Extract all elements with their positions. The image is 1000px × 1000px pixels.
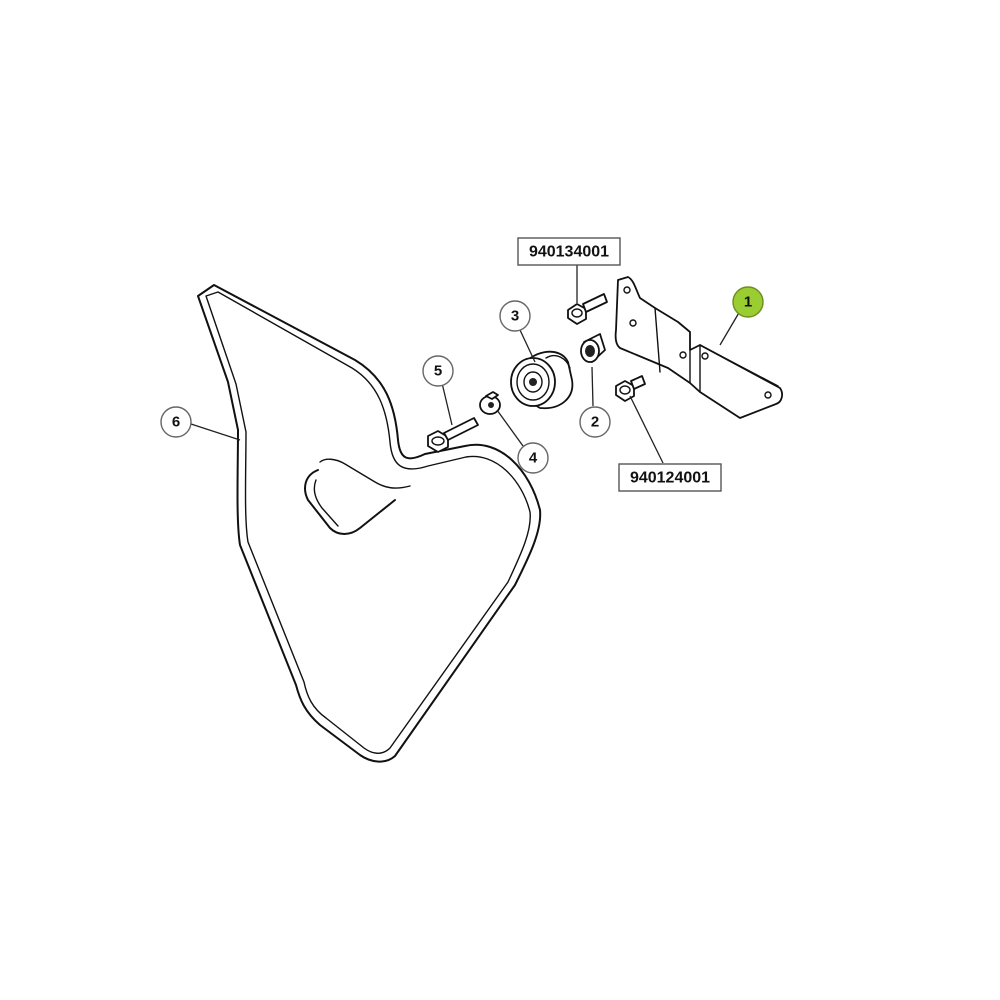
callout-3[interactable]: 3 xyxy=(499,300,531,332)
bolt-5[interactable] xyxy=(427,417,479,453)
part-number-top[interactable]: 940134001 xyxy=(517,237,621,266)
callout-1[interactable]: 1 xyxy=(732,286,764,318)
washer-4[interactable] xyxy=(479,391,501,415)
callout-1-label: 1 xyxy=(744,294,752,311)
idler-pulley-3[interactable] xyxy=(510,350,574,410)
part-number-bottom[interactable]: 940124001 xyxy=(618,463,722,492)
bolt-bottom[interactable] xyxy=(615,375,646,402)
callout-2[interactable]: 2 xyxy=(579,406,611,438)
callout-5[interactable]: 5 xyxy=(422,355,454,387)
bolt-top[interactable] xyxy=(567,293,608,325)
callout-4-label: 4 xyxy=(529,450,538,467)
callout-4[interactable]: 4 xyxy=(517,442,549,474)
part-number-top-label: 940134001 xyxy=(529,244,609,261)
leader-lines xyxy=(190,265,741,464)
spacer-2[interactable] xyxy=(580,333,606,363)
callout-3-label: 3 xyxy=(511,308,519,325)
part-number-bottom-label: 940124001 xyxy=(630,470,710,487)
drive-belt[interactable] xyxy=(197,284,542,763)
callout-5-label: 5 xyxy=(434,363,442,380)
callout-2-label: 2 xyxy=(591,414,599,431)
callout-6[interactable]: 6 xyxy=(160,406,192,438)
bracket-1[interactable] xyxy=(614,276,783,419)
callout-6-label: 6 xyxy=(172,414,180,431)
